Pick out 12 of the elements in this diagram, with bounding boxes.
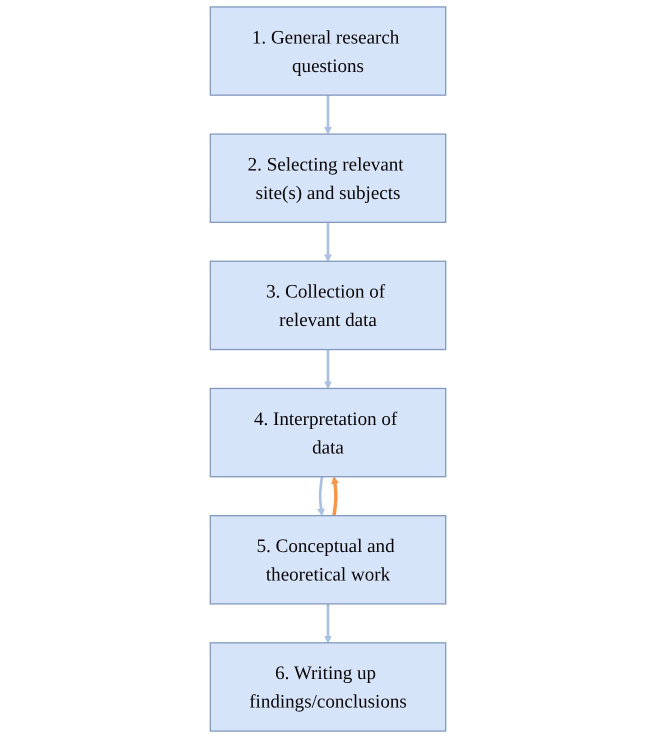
arrow — [324, 222, 332, 262]
node-box: 1. General research questions — [210, 6, 446, 96]
node-box: 2. Selecting relevant site(s) and subjects — [210, 133, 446, 223]
arrow — [331, 476, 339, 516]
node-box: 5. Conceptual and theoretical work — [210, 515, 446, 605]
arrow — [324, 350, 332, 389]
node-box: 3. Collection of relevant data — [210, 260, 446, 350]
node-box: 6. Writing up findings/conclusions — [210, 642, 446, 732]
arrow — [317, 476, 325, 516]
arrow — [324, 95, 332, 134]
node-box: 4. Interpretation of data — [210, 388, 446, 478]
arrow — [324, 604, 332, 644]
